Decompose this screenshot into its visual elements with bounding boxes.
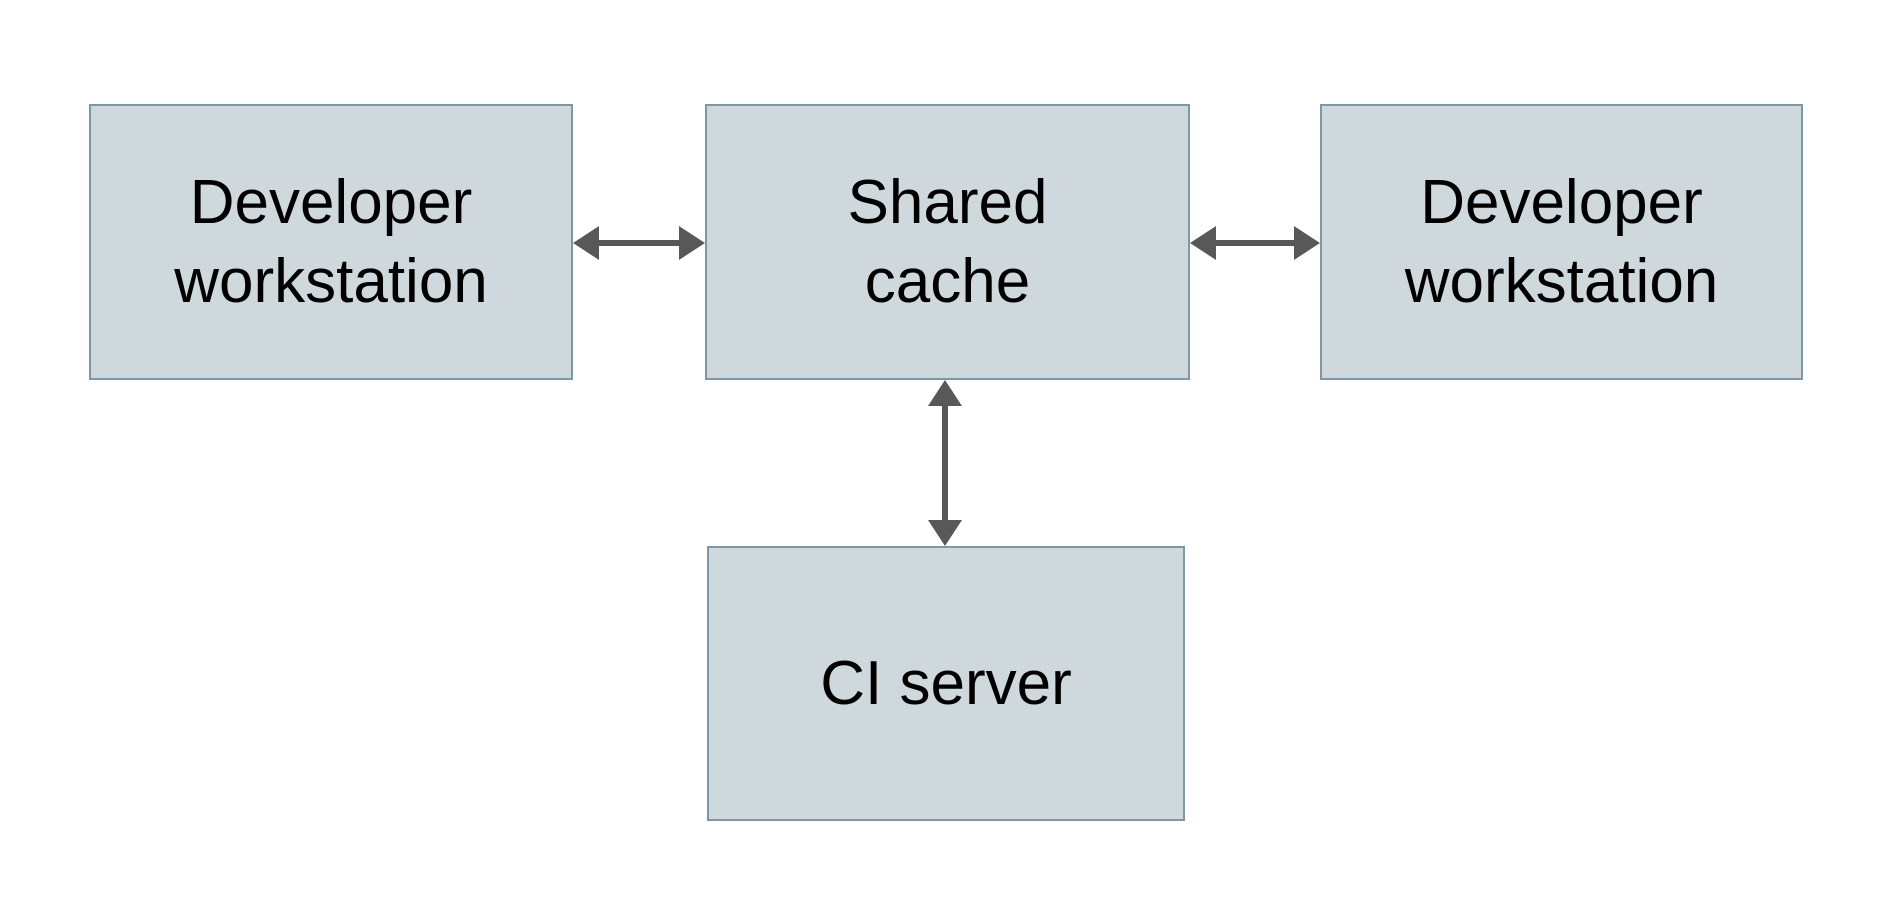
node-label: Developer workstation xyxy=(174,167,488,316)
connector-double-arrow-cache-to-right-workstation xyxy=(1190,226,1320,260)
node-developer-workstation-left[interactable]: Developer workstation xyxy=(89,104,573,380)
connector-double-arrow-left-workstation-to-cache xyxy=(573,226,705,260)
node-shared-cache[interactable]: Shared cache xyxy=(705,104,1190,380)
node-developer-workstation-right[interactable]: Developer workstation xyxy=(1320,104,1803,380)
node-label: Developer workstation xyxy=(1404,167,1719,316)
node-ci-server[interactable]: CI server xyxy=(707,546,1185,821)
node-label: CI server xyxy=(820,648,1072,718)
connector-double-arrow-ci-server-to-cache xyxy=(928,380,962,546)
node-label: Shared cache xyxy=(847,167,1048,316)
